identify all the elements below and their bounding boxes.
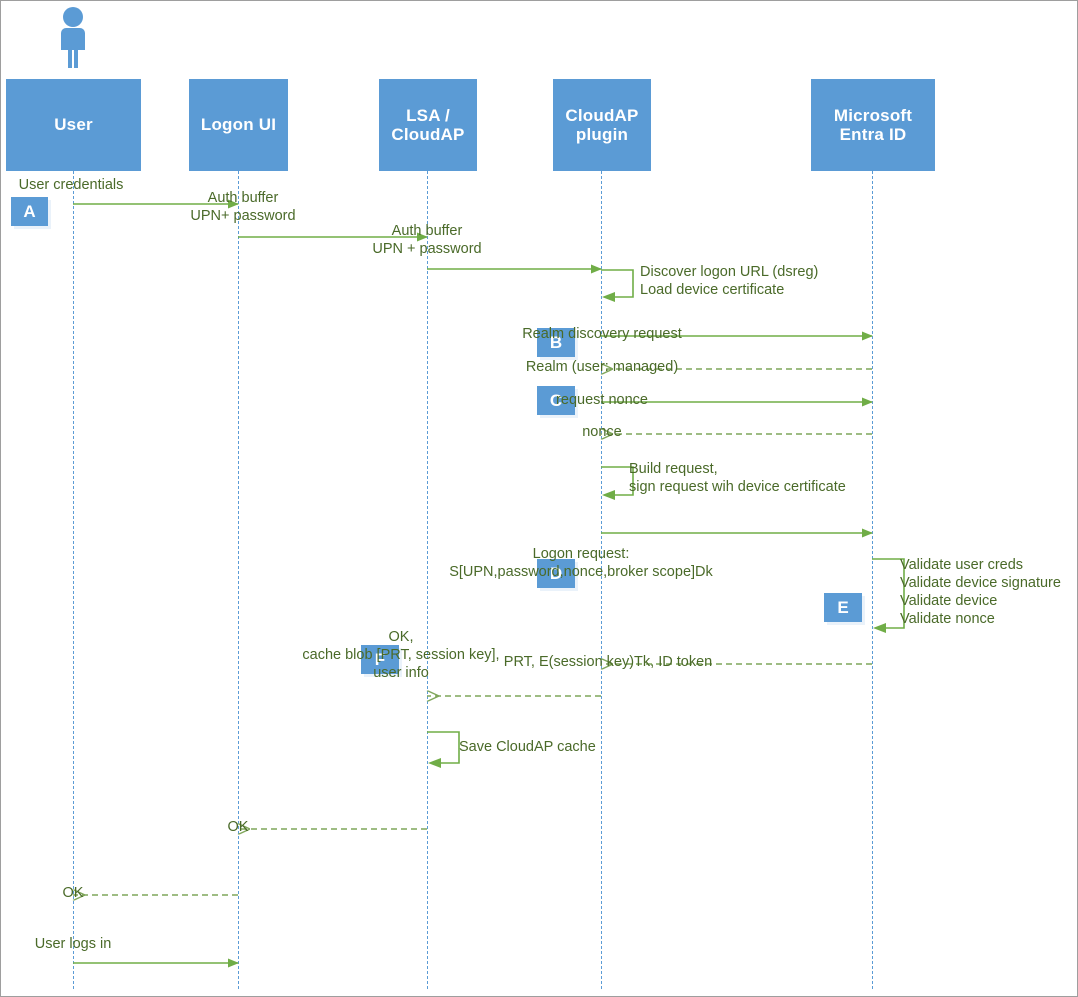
actor-label: User	[54, 115, 93, 135]
message-label-m8: nonce	[582, 424, 622, 440]
message-label-m9: Build request, sign request wih device c…	[629, 461, 846, 495]
step-badge-d[interactable]: D	[537, 559, 575, 588]
message-label-m4: Discover logon URL (dsreg) Load device c…	[640, 264, 819, 298]
lifeline-user	[73, 171, 74, 989]
actor-box-entra[interactable]: Microsoft Entra ID	[811, 79, 935, 171]
lifeline-plugin	[601, 171, 602, 989]
lifeline-lsa	[427, 171, 428, 989]
step-badge-c[interactable]: C	[537, 386, 575, 415]
actor-box-lsa[interactable]: LSA / CloudAP	[379, 79, 477, 171]
message-arrow-m14	[427, 731, 460, 764]
message-label-m12: PRT, E(session key)Tk, ID token	[503, 654, 713, 670]
step-badge-a[interactable]: A	[11, 197, 48, 226]
step-badge-label: E	[837, 597, 849, 617]
step-badge-label: D	[549, 563, 563, 583]
step-badge-b[interactable]: B	[537, 328, 575, 357]
lifeline-logonui	[238, 171, 239, 989]
message-label-m14: Save CloudAP cache	[459, 739, 596, 755]
actor-label: Microsoft Entra ID	[833, 105, 913, 144]
step-badge-label: B	[549, 332, 563, 352]
user-person-icon	[54, 6, 92, 68]
message-label-m16: OK	[62, 885, 84, 901]
step-badge-label: C	[549, 390, 563, 410]
message-label-m7: request nonce	[556, 392, 648, 408]
step-badge-label: F	[374, 649, 386, 669]
actor-label: Logon UI	[200, 115, 277, 135]
actor-box-logonui[interactable]: Logon UI	[189, 79, 288, 171]
message-label-m1: User credentials	[18, 177, 124, 193]
message-label-m6: Realm (user: managed)	[525, 359, 679, 375]
message-label-m5: Realm discovery request	[522, 326, 682, 342]
actor-label: CloudAP plugin	[565, 105, 639, 144]
actor-label: LSA / CloudAP	[391, 105, 465, 144]
message-arrow-m4	[601, 269, 634, 298]
message-label-m2: Auth buffer UPN+ password	[190, 190, 296, 224]
message-label-m10: Logon request: S[UPN,password,nonce,brok…	[449, 546, 713, 580]
step-badge-f[interactable]: F	[361, 645, 399, 674]
message-label-m17: User logs in	[34, 936, 112, 952]
message-label-m11: Validate user creds Validate device sign…	[900, 557, 1061, 627]
message-label-m13: OK, cache blob [PRT, session key], user …	[302, 629, 500, 681]
message-label-m3: Auth buffer UPN + password	[372, 223, 482, 257]
actor-box-plugin[interactable]: CloudAP plugin	[553, 79, 651, 171]
step-badge-label: A	[23, 201, 36, 221]
actor-box-user[interactable]: User	[6, 79, 141, 171]
step-badge-e[interactable]: E	[824, 593, 862, 622]
message-label-m15: OK	[227, 819, 249, 835]
